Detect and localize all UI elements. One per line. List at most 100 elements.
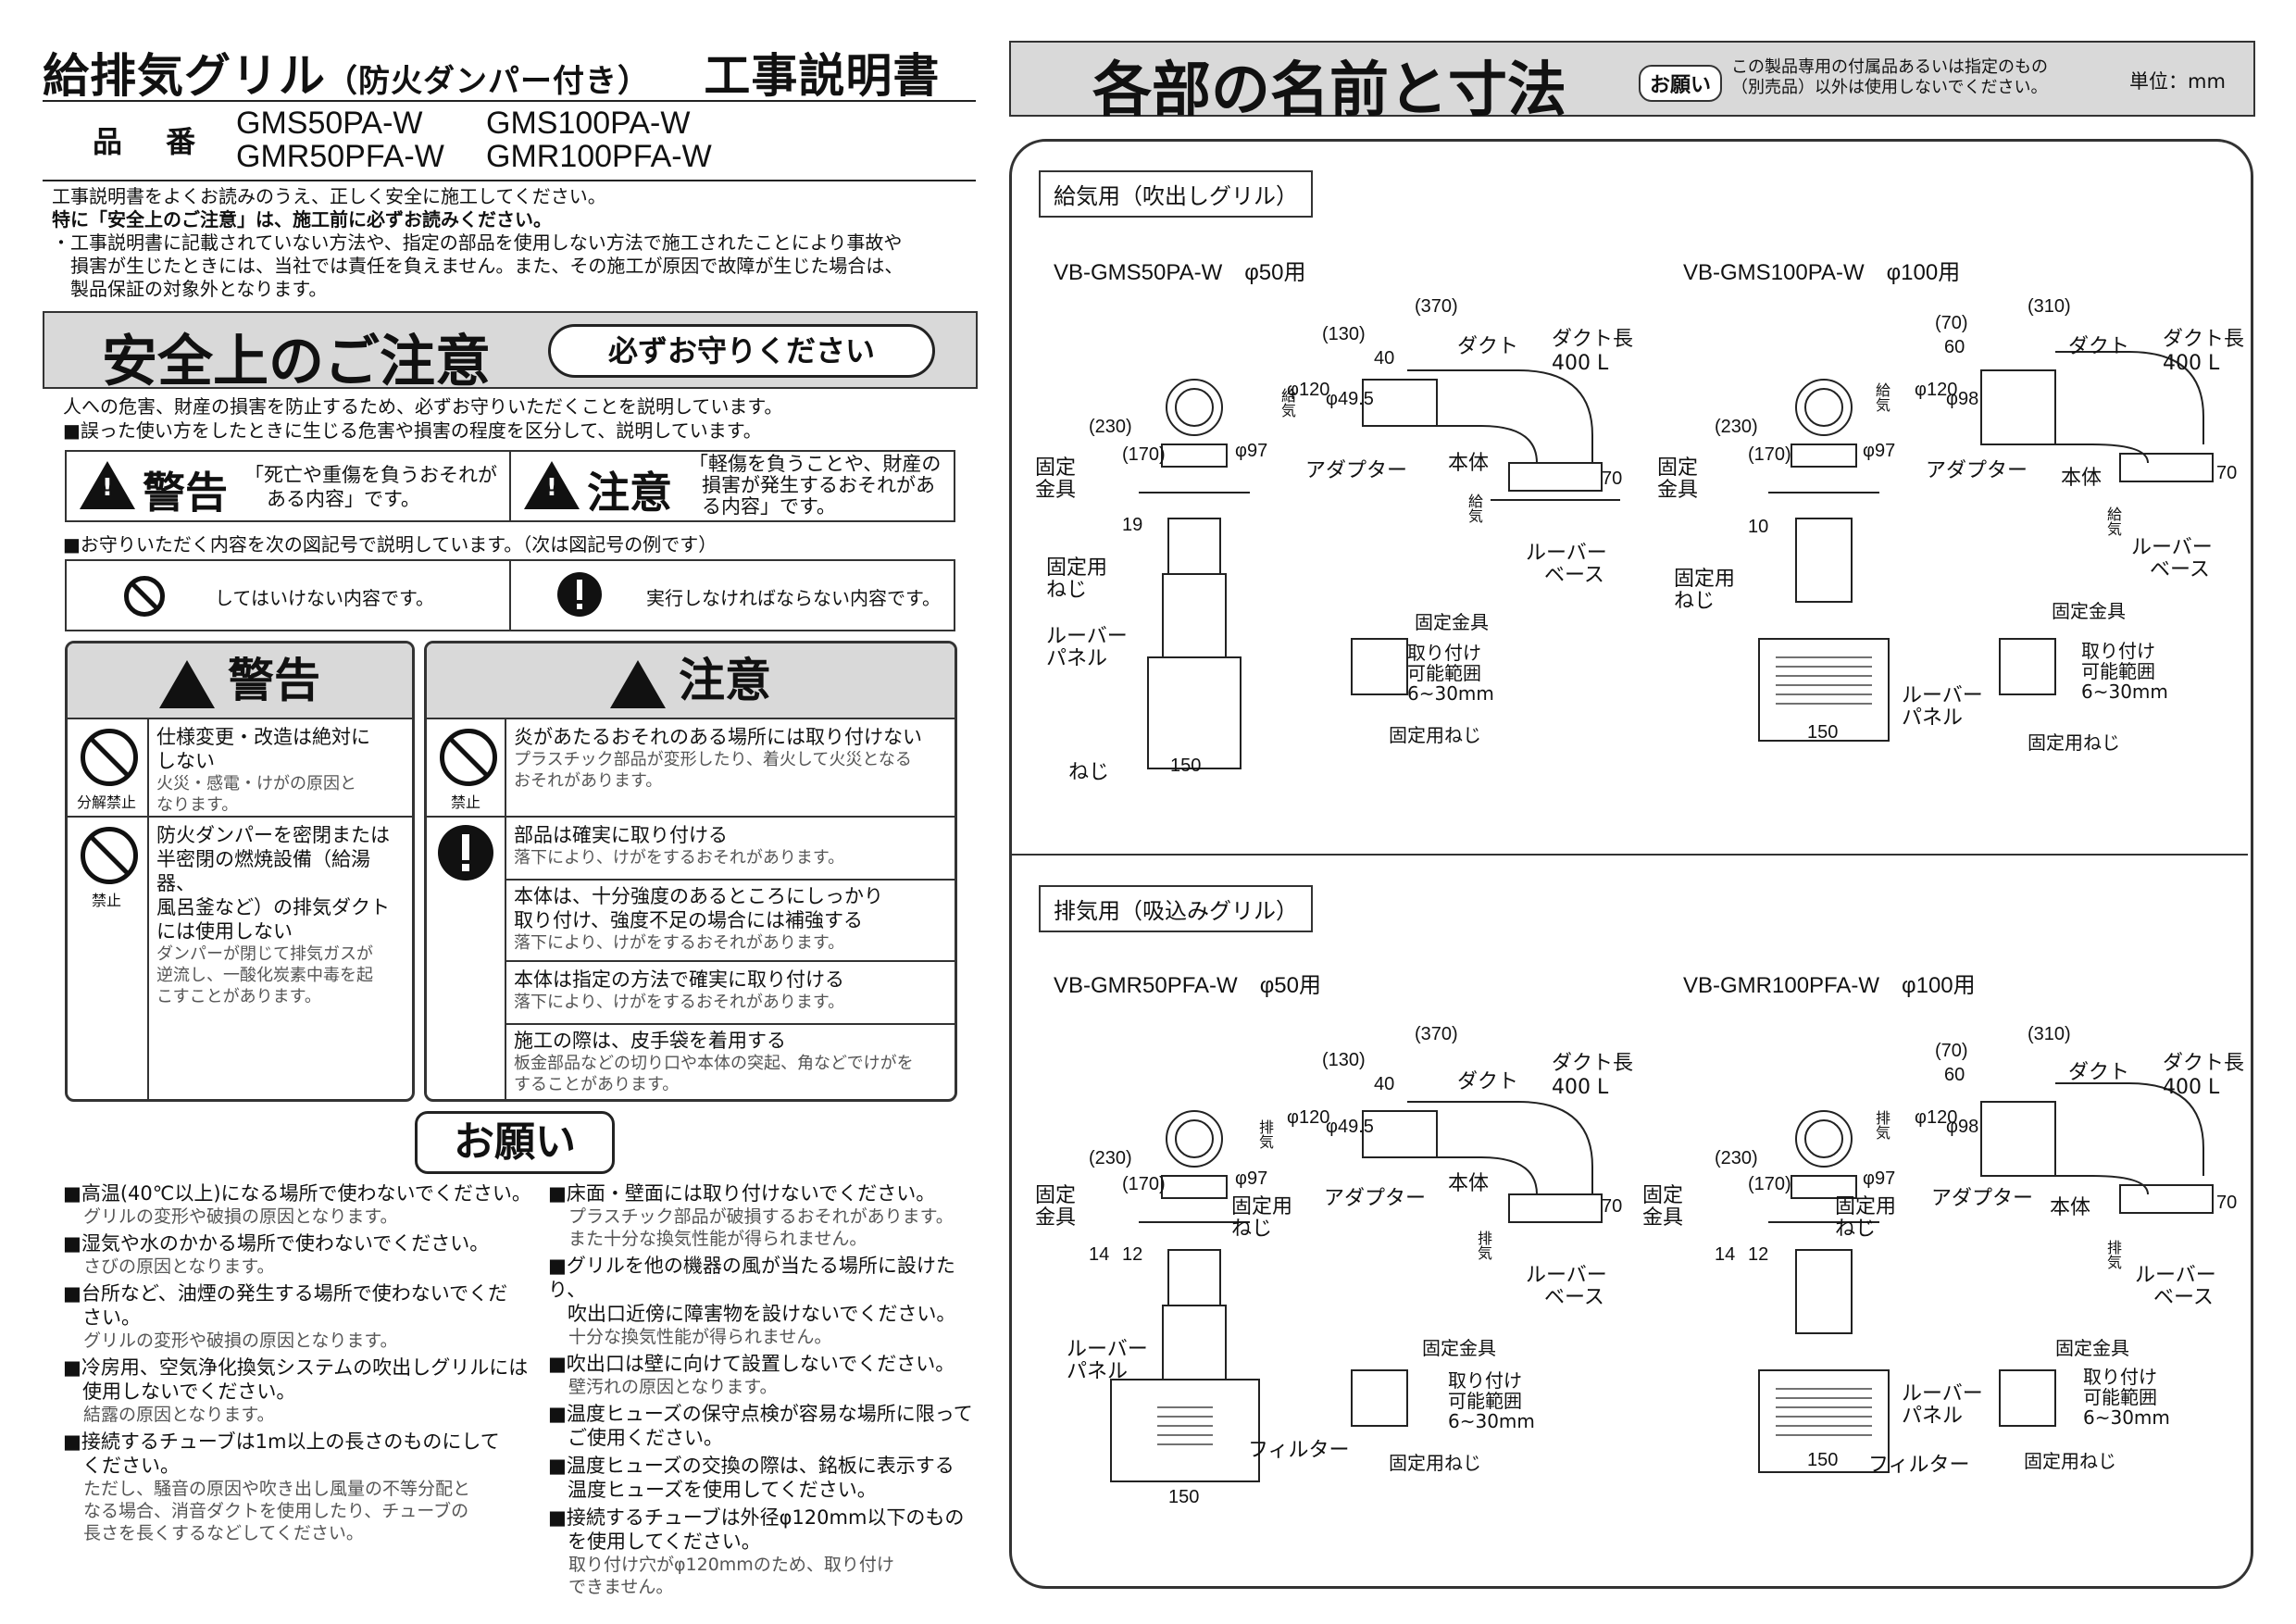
r100-louver-base: ルーバーベース xyxy=(2135,1264,2216,1309)
r50-duct: ダクト xyxy=(1457,1070,1519,1093)
r50-kotei-neji-detail: 固定用ねじ xyxy=(1389,1452,1481,1474)
r50-louver-panel: ルーバーパネル xyxy=(1067,1338,1148,1383)
s50-w40: 40 xyxy=(1374,348,1395,369)
part-number-rule xyxy=(43,180,976,181)
model-r50: VB-GMR50PFA-W φ50用 xyxy=(1054,973,1321,998)
dimensions-panel xyxy=(1009,139,2253,1589)
model-r100: VB-GMR100PFA-W φ100用 xyxy=(1683,973,1976,998)
r100-h14: 14 xyxy=(1715,1244,1736,1265)
s100-w60: 60 xyxy=(1944,337,1965,357)
caution-desc: 「軽傷を負うことや、財産の損害が発生するおそれがある内容」です。 xyxy=(689,453,942,518)
part-number-label: 品 番 xyxy=(93,124,213,159)
s50-d97: φ97 xyxy=(1235,441,1268,461)
r100-d120: φ120 xyxy=(1915,1107,1958,1128)
caution-column: 注意 禁止 炎があたるおそれのある場所には取り付けない プラスチック部品が変形し… xyxy=(424,641,957,1102)
s50-s150: 150 xyxy=(1170,756,1202,776)
s100-kotei-neji-detail: 固定用ねじ xyxy=(2028,731,2120,754)
r100-haiki: 排気 xyxy=(1876,1109,1891,1142)
requests-left: ■高温(40℃以上)になる場所で使わないでください。グリルの変形や破損の原因とな… xyxy=(63,1182,531,1543)
warning-label: 警告 xyxy=(143,468,228,518)
r50-kotei-neji: 固定用ねじ xyxy=(1231,1195,1293,1241)
warning-row1-icon-label: 分解禁止 xyxy=(77,793,137,811)
s100-kotei-kanagu: 固定金具 xyxy=(1657,456,1699,502)
s50-h230: (230) xyxy=(1089,417,1132,437)
s100-h170: (170) xyxy=(1748,444,1791,465)
r100-kotei-kanagu: 固定金具 xyxy=(1642,1184,1684,1230)
requests-title: お願い xyxy=(415,1111,615,1174)
mandatory-icon xyxy=(438,825,493,881)
r100-d98: φ98 xyxy=(1946,1117,1979,1137)
s100-w70: (70) xyxy=(1935,313,1968,333)
s100-kotei-neji: 固定用ねじ xyxy=(1674,568,1736,613)
r100-filter: フィルター xyxy=(1868,1454,1970,1477)
warning-desc: 「死亡や重傷を負うおそれがある内容」です。 xyxy=(244,464,497,510)
s50-h19: 19 xyxy=(1122,515,1143,535)
s50-h170: (170) xyxy=(1122,444,1166,465)
safety-lines: 人への危害、財産の損害を防止するため、必ずお守りいただくことを説明しています。 … xyxy=(63,395,783,442)
warning-col-triangle-icon xyxy=(159,659,215,708)
s50-w130: (130) xyxy=(1322,324,1366,344)
onegai-text: この製品専用の付属品あるいは指定のもの（別売品）以外は使用しないでください。 xyxy=(1731,57,2048,97)
r50-kotei-kanagu: 固定金具 xyxy=(1035,1184,1077,1230)
s100-s150: 150 xyxy=(1807,722,1839,743)
caution-row5-text: 施工の際は、皮手袋を着用する板金部品などの切り口や本体の突起、角などでけがをする… xyxy=(514,1030,914,1094)
diagram-r100 xyxy=(1758,1082,2214,1473)
r100-kotei-neji: 固定用ねじ xyxy=(1835,1195,1897,1241)
diagram-r50 xyxy=(1110,1101,1603,1482)
r50-louver-base: ルーバーベース xyxy=(1526,1264,1607,1309)
prohibit-icon xyxy=(81,827,138,884)
r50-w130: (130) xyxy=(1322,1050,1366,1070)
s100-louver-panel: ルーバーパネル xyxy=(1902,684,1983,730)
s100-d97: φ97 xyxy=(1863,441,1896,461)
s50-kyuki: 給気 xyxy=(1281,387,1297,419)
mandatory-desc: 実行しなければならない内容です。 xyxy=(646,587,941,609)
r100-louver-panel: ルーバーパネル xyxy=(1902,1382,1983,1428)
no-disassembly-icon xyxy=(81,729,138,786)
dimensions-title: 各部の名前と寸法 xyxy=(1092,56,1566,125)
panel-divider xyxy=(1011,854,2248,856)
r50-h12: 12 xyxy=(1122,1244,1143,1265)
r50-h170: (170) xyxy=(1122,1174,1166,1194)
requests-right: ■床面・壁面には取り付けないでください。プラスチック部品が破損するおそれがありま… xyxy=(548,1182,973,1597)
prohibit-desc: してはいけない内容です。 xyxy=(215,587,434,609)
r50-h230: (230) xyxy=(1089,1148,1132,1168)
prohibit-icon xyxy=(440,729,497,786)
mandatory-icon xyxy=(557,572,602,617)
s50-kotei-neji: 固定用ねじ xyxy=(1046,556,1108,602)
s100-d120: φ120 xyxy=(1915,380,1958,400)
symbols-box: してはいけない内容です。 実行しなければならない内容です。 xyxy=(65,559,955,631)
s50-adapter: アダプター xyxy=(1305,459,1408,482)
caution-row4-text: 本体は指定の方法で確実に取り付ける落下により、けがをするおそれがあります。 xyxy=(514,968,845,1012)
dimensions-banner xyxy=(1009,41,2255,117)
caution-col-triangle-icon xyxy=(610,659,666,708)
r100-adapter: アダプター xyxy=(1931,1187,2034,1210)
r100-haiki-2: 排気 xyxy=(2107,1239,2123,1271)
s50-body: 本体 xyxy=(1448,452,1490,475)
prohibit-icon xyxy=(124,576,165,617)
part-number-1: GMS50PA-W xyxy=(236,106,423,141)
s50-neji: ねじ xyxy=(1068,761,1110,784)
part-number-3: GMR50PFA-W xyxy=(236,139,444,174)
r100-w310: (310) xyxy=(2028,1024,2071,1044)
r100-h230: (230) xyxy=(1715,1148,1758,1168)
intro-text: 工事説明書をよくお読みのうえ、正しく安全に施工してください。 特に「安全上のご注… xyxy=(52,185,904,300)
unit-label: 単位：mm xyxy=(2129,70,2226,93)
r50-h70: 70 xyxy=(1602,1196,1623,1217)
r50-haiki-2: 排気 xyxy=(1478,1230,1493,1262)
s50-kotei-kanagu-detail: 固定金具 xyxy=(1415,611,1489,633)
r100-kotei-kanagu-detail: 固定金具 xyxy=(2055,1337,2129,1359)
s50-h70: 70 xyxy=(1602,468,1623,489)
part-number-2: GMS100PA-W xyxy=(486,106,691,141)
r50-body: 本体 xyxy=(1448,1172,1490,1195)
r100-s150: 150 xyxy=(1807,1450,1839,1470)
r50-w40: 40 xyxy=(1374,1074,1395,1094)
s100-w310: (310) xyxy=(2028,296,2071,317)
caution-col-title: 注意 xyxy=(679,654,771,707)
s50-kyuki-2: 給気 xyxy=(1468,493,1484,525)
